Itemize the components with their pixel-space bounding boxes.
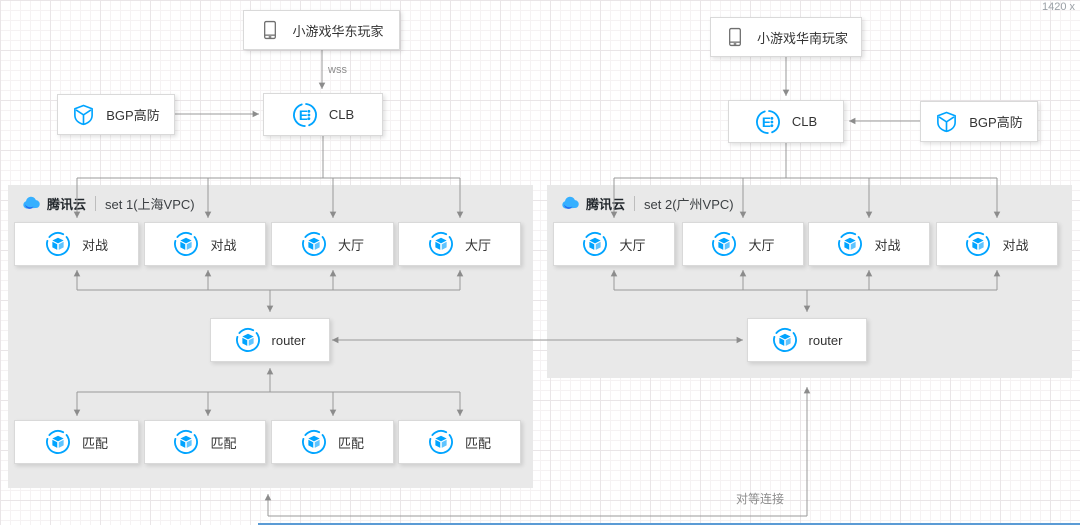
router-left-node[interactable]: router [210,318,330,362]
cvm-icon [427,429,454,455]
bgp-right-label: BGP高防 [969,115,1023,130]
player-south-node[interactable]: 小游戏华南玩家 [710,17,862,57]
set1-server-1-label: 对战 [81,237,108,253]
matcher-3-node[interactable]: 匹配 [271,420,394,464]
player-east-label: 小游戏华东玩家 [292,23,384,39]
vpc-set2-title: set 2(广州VPC) [644,197,734,212]
matcher-4-node[interactable]: 匹配 [398,420,521,464]
shield-icon [74,104,94,126]
set2-server-3-label: 对战 [874,237,901,253]
vpc-set2-brand: 腾讯云 [586,197,626,212]
shield-icon [937,111,957,133]
matcher-3-label: 匹配 [337,435,364,451]
cvm-icon [427,231,454,257]
router-right-node[interactable]: router [747,318,867,362]
bottom-blue-bar [258,523,1080,525]
matcher-1-node[interactable]: 匹配 [14,420,139,464]
edge-clb-left-bus [77,136,460,179]
player-east-node[interactable]: 小游戏华东玩家 [243,10,400,50]
clb-left-node[interactable]: CLB [263,93,383,136]
set1-server-1-node[interactable]: 对战 [14,222,139,266]
vpc-set1-title: set 1(上海VPC) [105,197,195,212]
set2-server-4-label: 对战 [1002,237,1029,253]
mobile-device-icon [264,20,277,40]
cvm-icon [300,429,327,455]
matcher-1-label: 匹配 [81,435,108,451]
matcher-2-node[interactable]: 匹配 [144,420,266,464]
matcher-4-label: 匹配 [464,435,491,451]
clb-right-node[interactable]: CLB [728,100,844,143]
header-divider [634,196,636,211]
set1-server-3-node[interactable]: 大厅 [271,222,394,266]
set2-server-2-node[interactable]: 大厅 [682,222,804,266]
bgp-antiddos-right-node[interactable]: BGP高防 [920,101,1038,142]
set1-server-2-label: 对战 [210,237,237,253]
cvm-icon [234,327,261,353]
clb-left-label: CLB [328,107,355,122]
cvm-icon [44,429,71,455]
header-divider [95,196,97,211]
tencent-cloud-logo-icon [562,196,579,209]
clb-right-label: CLB [791,114,818,129]
bgp-antiddos-left-node[interactable]: BGP高防 [57,94,175,135]
router-right-label: router [808,332,843,348]
vpc-set1-header: 腾讯云 set 1(上海VPC) [22,194,195,213]
cvm-icon [965,231,992,257]
cvm-icon [173,231,200,257]
mobile-device-icon [728,27,742,47]
set2-server-2-label: 大厅 [748,237,775,253]
router-left-label: router [271,332,306,348]
cvm-icon [173,429,200,455]
peering-edge-label: 对等连接 [736,492,785,506]
cvm-icon [300,231,327,257]
set1-server-3-label: 大厅 [337,237,364,253]
cvm-icon [837,231,864,257]
canvas-size-indicator: 1420 x [1041,1,1075,13]
vpc-set2-header: 腾讯云 set 2(广州VPC) [561,194,734,213]
cvm-icon [771,327,798,353]
set1-server-4-node[interactable]: 大厅 [398,222,521,266]
set2-server-3-node[interactable]: 对战 [808,222,930,266]
set2-server-1-node[interactable]: 大厅 [553,222,675,266]
set1-server-2-node[interactable]: 对战 [144,222,266,266]
set2-server-1-label: 大厅 [619,237,646,253]
cvm-icon [711,231,738,257]
clb-icon [291,101,318,128]
cvm-icon [44,231,71,257]
player-south-label: 小游戏华南玩家 [756,30,848,46]
bgp-left-label: BGP高防 [106,108,160,123]
edge-clb-right-bus [614,143,997,179]
matcher-2-label: 匹配 [210,435,237,451]
vpc-set1-brand: 腾讯云 [47,197,87,212]
set1-server-4-label: 大厅 [464,237,491,253]
set2-server-4-node[interactable]: 对战 [936,222,1058,266]
cvm-icon [582,231,609,257]
wss-edge-label: wss [328,64,347,76]
clb-icon [754,108,781,135]
tencent-cloud-logo-icon [23,196,40,209]
